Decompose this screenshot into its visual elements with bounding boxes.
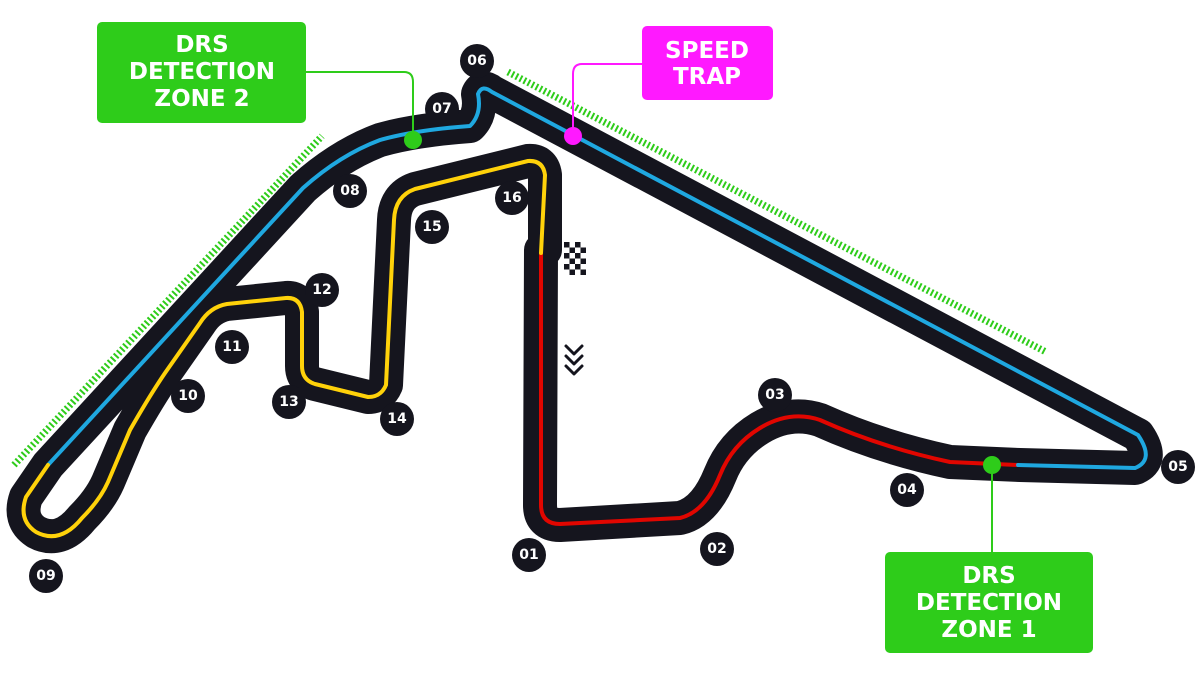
turn-marker-03: 03: [758, 378, 792, 412]
svg-text:07: 07: [432, 101, 451, 117]
svg-text:10: 10: [178, 388, 198, 404]
svg-text:02: 02: [707, 541, 726, 557]
turn-marker-13: 13: [272, 385, 306, 419]
sector-lines: [21, 86, 1148, 539]
svg-text:16: 16: [502, 190, 521, 206]
drs-detection-2-leader: [306, 71, 414, 140]
svg-text:01: 01: [519, 547, 538, 563]
svg-text:03: 03: [765, 387, 784, 403]
svg-text:06: 06: [467, 53, 486, 69]
turn-markers: 01 02 03 04 05 06 07 08 09 10 11 12 13 1…: [29, 44, 1195, 593]
svg-text:08: 08: [340, 183, 359, 199]
drs-detection-1-marker: [983, 456, 1001, 474]
turn-marker-07: 07: [425, 92, 459, 126]
svg-text:14: 14: [387, 411, 407, 427]
callout-line: DETECTION: [916, 590, 1062, 616]
turn-marker-02: 02: [700, 532, 734, 566]
svg-text:09: 09: [36, 568, 55, 584]
sector-1-line: [539, 251, 1020, 526]
svg-text:12: 12: [312, 282, 331, 298]
svg-text:04: 04: [897, 482, 917, 498]
svg-text:13: 13: [279, 394, 298, 410]
direction-chevrons-icon: [564, 344, 584, 376]
callout-line: DRS: [175, 32, 228, 58]
callout-line: SPEED: [665, 38, 749, 64]
speed-trap-marker: [564, 127, 582, 145]
callout-box: [97, 22, 306, 123]
turn-marker-16: 16: [495, 181, 529, 215]
turn-marker-12: 12: [305, 273, 339, 307]
speed-trap-leader: [572, 63, 642, 135]
callout-box: [885, 552, 1093, 653]
callout-box: [642, 26, 773, 100]
drs-zone-back-straight: [11, 133, 325, 468]
sector-2-line: [46, 86, 1148, 470]
turn-marker-05: 05: [1161, 450, 1195, 484]
turn-marker-11: 11: [215, 330, 249, 364]
turn-marker-15: 15: [415, 210, 449, 244]
drs-detection-zone-1-callout: DRS DETECTION ZONE 1: [885, 552, 1093, 653]
drs-detection-zone-2-callout: DRS DETECTION ZONE 2: [97, 22, 306, 123]
turn-marker-14: 14: [380, 402, 414, 436]
sector-3-line: [21, 158, 547, 539]
turn-marker-08: 08: [333, 174, 367, 208]
turn-marker-10: 10: [171, 379, 205, 413]
drs-detection-2-marker: [404, 131, 422, 149]
turn-marker-06: 06: [460, 44, 494, 78]
svg-text:11: 11: [222, 339, 241, 355]
drs-zones: [11, 68, 1048, 468]
callout-line: DETECTION: [129, 59, 275, 85]
turn-marker-04: 04: [890, 473, 924, 507]
turn-marker-01: 01: [512, 538, 546, 572]
drs-zone-main-straight: [506, 68, 1048, 356]
turn-marker-09: 09: [29, 559, 63, 593]
callout-line: TRAP: [673, 64, 741, 90]
speed-trap-callout: SPEED TRAP: [642, 26, 773, 100]
chequered-flag-icon: [564, 242, 586, 276]
track-outline: [6, 71, 1163, 554]
callout-line: DRS: [962, 563, 1015, 589]
callout-line: ZONE 1: [941, 617, 1036, 643]
svg-text:15: 15: [422, 219, 441, 235]
svg-text:05: 05: [1168, 459, 1187, 475]
callout-line: ZONE 2: [154, 86, 249, 112]
callout-leaders: [306, 63, 993, 552]
